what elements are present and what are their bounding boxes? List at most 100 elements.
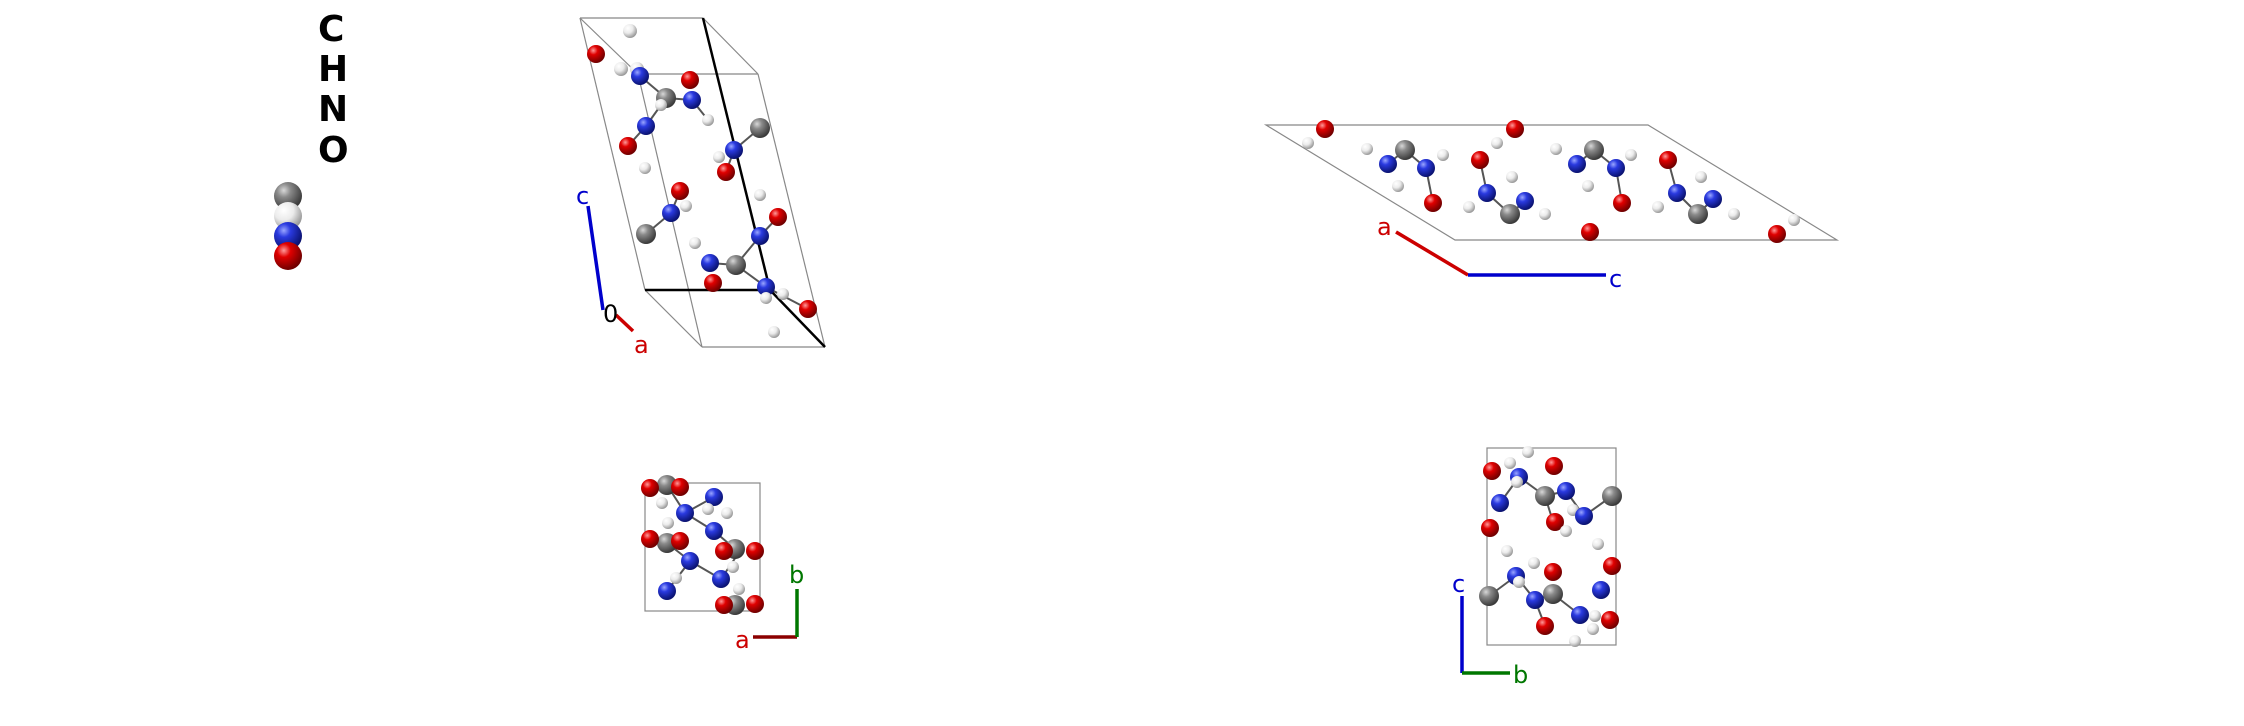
atom-nitrogen <box>1379 155 1397 173</box>
atom-oxygen <box>1481 519 1499 537</box>
unit-cell-along-b <box>1263 124 1840 241</box>
atom-oxygen <box>671 182 689 200</box>
atoms-perspective <box>587 24 817 338</box>
axis-origin-label: 0 <box>603 300 618 328</box>
unit-cell-along-a <box>1486 447 1617 646</box>
axes-along-c: a b <box>735 561 804 654</box>
atoms-along-b <box>1302 120 1800 243</box>
atom-hydrogen <box>1625 149 1637 161</box>
atom-hydrogen <box>727 561 739 573</box>
b-axis-label-along-a: b <box>1513 661 1528 689</box>
atom-oxygen <box>1581 223 1599 241</box>
atom-oxygen <box>587 45 605 63</box>
atom-oxygen <box>1768 225 1786 243</box>
bonds-perspective <box>627 75 809 310</box>
atom-hydrogen <box>721 507 733 519</box>
legend-swatch-hydrogen <box>274 202 302 230</box>
atom-hydrogen <box>680 200 692 212</box>
atom-hydrogen <box>1511 476 1523 488</box>
atom-oxygen <box>1506 120 1524 138</box>
atom-oxygen <box>671 478 689 496</box>
atom-nitrogen <box>1516 192 1534 210</box>
atom-nitrogen <box>631 67 649 85</box>
atom-hydrogen <box>1463 201 1475 213</box>
a-axis-label-along-b: a <box>1377 213 1392 241</box>
atom-nitrogen <box>705 522 723 540</box>
axes-along-a: c b <box>1452 570 1528 689</box>
atom-hydrogen <box>1788 214 1800 226</box>
atom-oxygen <box>769 208 787 226</box>
atom-oxygen <box>1544 563 1562 581</box>
atom-oxygen <box>1483 462 1501 480</box>
atom-carbon <box>1500 204 1520 224</box>
atom-hydrogen <box>639 162 651 174</box>
atom-hydrogen <box>733 583 745 595</box>
atom-oxygen <box>1471 151 1489 169</box>
atom-hydrogen <box>689 237 701 249</box>
legend-swatch-oxygen <box>274 242 302 270</box>
atom-nitrogen <box>1417 159 1435 177</box>
atom-hydrogen <box>1501 545 1513 557</box>
atom-nitrogen <box>662 204 680 222</box>
a-axis-label-along-c: a <box>735 626 750 654</box>
a-axis-along-b <box>1395 230 1469 277</box>
legend-swatch-nitrogen <box>274 222 302 250</box>
legend-label-hydrogen: H <box>318 49 349 90</box>
atom-nitrogen <box>1704 190 1722 208</box>
atom-carbon <box>750 118 770 138</box>
atom-nitrogen <box>681 552 699 570</box>
atom-hydrogen <box>1695 171 1707 183</box>
atom-oxygen <box>1536 617 1554 635</box>
atom-oxygen <box>619 137 637 155</box>
atom-hydrogen <box>1728 208 1740 220</box>
atom-hydrogen <box>614 62 628 76</box>
atom-nitrogen <box>676 504 694 522</box>
view-along-a: c b <box>1452 446 1622 689</box>
atoms-along-a <box>1479 446 1622 647</box>
atom-hydrogen <box>1491 137 1503 149</box>
atom-hydrogen <box>662 517 674 529</box>
atom-nitrogen <box>1557 482 1575 500</box>
atom-carbon <box>1543 584 1563 604</box>
atom-nitrogen <box>757 278 775 296</box>
atom-nitrogen <box>683 91 701 109</box>
atom-oxygen <box>746 542 764 560</box>
view-perspective: 0 c a <box>576 17 826 359</box>
atom-hydrogen <box>1587 623 1599 635</box>
legend-label-oxygen: O <box>318 130 349 171</box>
atom-hydrogen <box>1504 457 1516 469</box>
legend-label-carbon: C <box>318 9 345 50</box>
atom-nitrogen <box>725 141 743 159</box>
atom-nitrogen <box>1575 507 1593 525</box>
atom-hydrogen <box>656 497 668 509</box>
atom-nitrogen <box>637 117 655 135</box>
atom-oxygen <box>1601 611 1619 629</box>
atom-carbon <box>726 255 746 275</box>
atom-nitrogen <box>1571 606 1589 624</box>
atom-oxygen <box>704 274 722 292</box>
atom-hydrogen <box>1539 208 1551 220</box>
atom-hydrogen <box>1560 525 1572 537</box>
atom-oxygen <box>1546 513 1564 531</box>
a-axis-perspective <box>614 313 635 333</box>
atom-nitrogen <box>751 227 769 245</box>
atom-oxygen <box>641 530 659 548</box>
atom-hydrogen <box>1528 557 1540 569</box>
atom-hydrogen <box>623 24 637 38</box>
atom-nitrogen <box>712 570 730 588</box>
legend-swatches <box>274 182 302 270</box>
atom-carbon <box>636 224 656 244</box>
atom-nitrogen <box>705 488 723 506</box>
unit-cell-perspective-front-edges <box>645 17 826 348</box>
legend-swatch-carbon <box>274 182 302 210</box>
atom-hydrogen <box>777 288 789 300</box>
atom-oxygen <box>681 71 699 89</box>
axes-along-b: a c <box>1377 213 1622 293</box>
atom-hydrogen <box>670 572 682 584</box>
c-axis-label-perspective: c <box>576 182 589 210</box>
atom-hydrogen <box>1589 610 1601 622</box>
c-axis-perspective <box>586 205 605 311</box>
view-along-c: a b <box>641 475 804 654</box>
atom-oxygen <box>641 479 659 497</box>
